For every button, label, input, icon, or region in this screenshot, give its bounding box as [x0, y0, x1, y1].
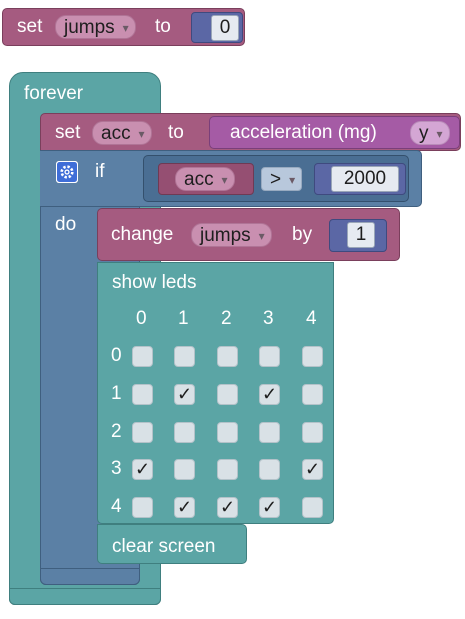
- led-checkbox[interactable]: [302, 346, 323, 367]
- clear-screen-label: clear screen: [112, 536, 216, 557]
- to-keyword: to: [155, 16, 171, 37]
- number-block: 2000: [314, 163, 406, 195]
- led-row-header: 1: [111, 383, 122, 404]
- threshold-value[interactable]: 2000: [331, 166, 399, 192]
- led-checkbox[interactable]: [259, 346, 280, 367]
- led-checkbox[interactable]: [259, 459, 280, 480]
- led-row-header: 3: [111, 458, 122, 479]
- led-column-header: 2: [221, 308, 232, 329]
- led-checkbox[interactable]: ✓: [302, 459, 323, 480]
- led-checkbox[interactable]: ✓: [259, 384, 280, 405]
- set-keyword: set: [17, 16, 43, 37]
- led-column-header: 3: [263, 308, 274, 329]
- to-keyword: to: [168, 122, 184, 143]
- acceleration-block[interactable]: acceleration (mg) y: [209, 116, 460, 149]
- led-row-header: 4: [111, 496, 122, 517]
- change-amount[interactable]: 1: [347, 222, 375, 248]
- axis-dropdown[interactable]: y: [410, 121, 450, 146]
- change-variable-dropdown[interactable]: jumps: [191, 223, 272, 248]
- led-checkbox[interactable]: [174, 422, 195, 443]
- set-jumps-block[interactable]: set jumps to 0: [2, 8, 245, 46]
- led-checkbox[interactable]: [174, 459, 195, 480]
- led-checkbox[interactable]: ✓: [217, 497, 238, 518]
- gear-icon[interactable]: [56, 161, 78, 183]
- led-checkbox[interactable]: [217, 459, 238, 480]
- change-keyword: change: [111, 224, 174, 245]
- led-checkbox[interactable]: ✓: [174, 497, 195, 518]
- led-column-header: 0: [136, 308, 147, 329]
- led-checkbox[interactable]: [302, 422, 323, 443]
- show-leds-label: show leds: [112, 272, 197, 293]
- led-checkbox[interactable]: [302, 384, 323, 405]
- led-checkbox[interactable]: ✓: [132, 459, 153, 480]
- if-keyword: if: [95, 161, 105, 182]
- led-checkbox[interactable]: [302, 497, 323, 518]
- set-keyword: set: [55, 122, 81, 143]
- led-checkbox[interactable]: [132, 497, 153, 518]
- led-checkbox[interactable]: [217, 422, 238, 443]
- led-checkbox[interactable]: [217, 384, 238, 405]
- do-keyword: do: [55, 214, 77, 235]
- led-column-header: 1: [178, 308, 189, 329]
- acc-getter-block[interactable]: acc: [158, 163, 254, 195]
- led-checkbox[interactable]: [132, 346, 153, 367]
- change-block[interactable]: change jumps by 1: [97, 208, 400, 261]
- led-checkbox[interactable]: [259, 422, 280, 443]
- clear-screen-block[interactable]: clear screen: [97, 524, 247, 564]
- led-checkbox[interactable]: ✓: [174, 384, 195, 405]
- if-bottom-bar: [40, 568, 140, 585]
- forever-bottom-bar: [9, 588, 161, 605]
- led-checkbox[interactable]: ✓: [259, 497, 280, 518]
- led-checkbox[interactable]: [132, 422, 153, 443]
- led-checkbox[interactable]: [174, 346, 195, 367]
- led-column-header: 4: [306, 308, 317, 329]
- set-acc-block[interactable]: set acc to acceleration (mg) y: [40, 113, 461, 151]
- led-checkbox[interactable]: [132, 384, 153, 405]
- jumps-initial-value[interactable]: 0: [211, 15, 239, 41]
- led-checkbox[interactable]: [217, 346, 238, 367]
- led-row-header: 2: [111, 421, 122, 442]
- acc-getter-dropdown[interactable]: acc: [175, 167, 235, 192]
- operator-dropdown[interactable]: >: [261, 167, 303, 192]
- acc-variable-dropdown[interactable]: acc: [92, 121, 152, 146]
- acceleration-label: acceleration (mg): [230, 122, 377, 143]
- led-row-header: 0: [111, 345, 122, 366]
- comparison-block[interactable]: acc > 2000: [143, 155, 409, 202]
- forever-label: forever: [24, 83, 84, 104]
- jumps-variable-dropdown[interactable]: jumps: [55, 15, 136, 40]
- by-keyword: by: [292, 224, 313, 245]
